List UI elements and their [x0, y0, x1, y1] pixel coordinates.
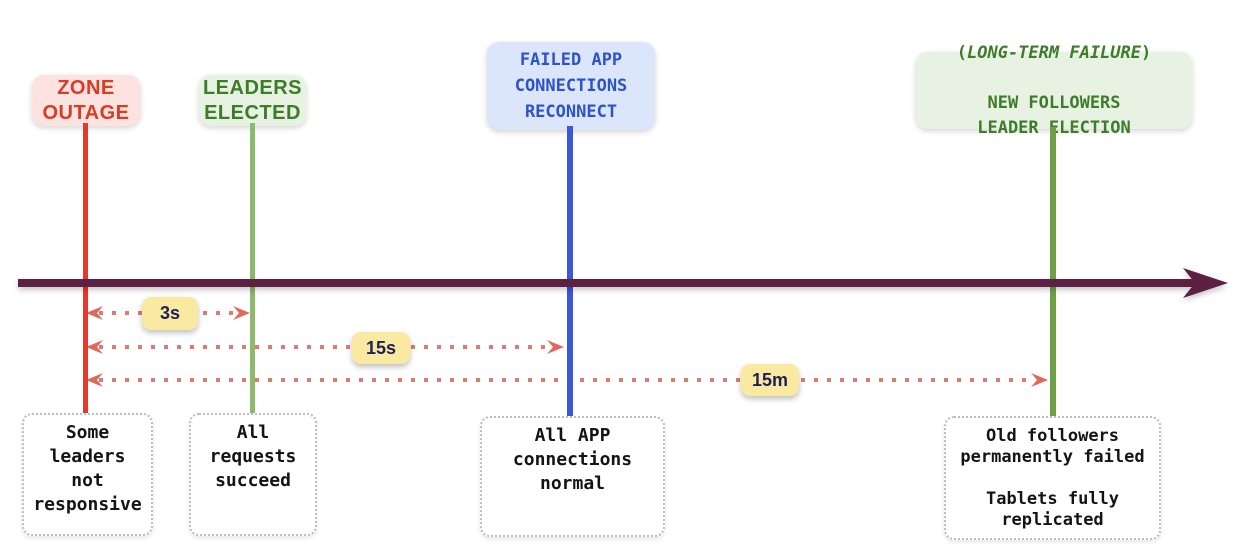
duration-badge-15s: 15s	[352, 332, 410, 364]
note-box-zone-outage: Some leaders not responsive	[22, 413, 153, 536]
new-followers-line	[1050, 127, 1056, 418]
timeline-arrow	[18, 268, 1228, 298]
note-box-new-followers: Old followers permanently failed Tablets…	[944, 416, 1161, 540]
duration-badge-3s: 3s	[142, 297, 198, 330]
arrowhead-left-icon	[86, 306, 103, 320]
app-reconnect-line	[567, 126, 573, 416]
event-flag-label: FAILED APP CONNECTIONS RECONNECT	[514, 50, 628, 122]
leaders-elected-line	[250, 123, 255, 415]
arrowhead-right-icon	[233, 306, 250, 320]
duration-badge-label: 3s	[159, 303, 181, 323]
duration-arrow-15s	[84, 339, 566, 355]
duration-badge-label: 15s	[365, 337, 397, 358]
event-flag-label: LEADERS ELECTED	[202, 76, 303, 124]
long-term-failure-subheading: NEW FOLLOWERS LEADER ELECTION	[977, 92, 1131, 138]
zone-outage-line	[83, 123, 88, 414]
duration-badge-label: 15m	[751, 369, 789, 390]
arrowhead-left-icon	[86, 340, 103, 354]
duration-badge-15m: 15m	[741, 364, 799, 396]
event-flag-label: ZONE OUTAGE	[42, 76, 130, 124]
arrowhead-right-icon	[1031, 373, 1048, 387]
note-box-app-reconnect: All APP connections normal	[480, 416, 665, 537]
arrowhead-right-icon	[547, 340, 564, 354]
event-flag-long-term-failure: (LONG-TERM FAILURE) NEW FOLLOWERS LEADER…	[916, 43, 1192, 138]
long-term-failure-heading: (LONG-TERM FAILURE)	[956, 42, 1152, 63]
arrowhead-left-icon	[86, 373, 103, 387]
note-box-leaders-elected: All requests succeed	[189, 413, 317, 536]
event-flag-label: (LONG-TERM FAILURE) NEW FOLLOWERS LEADER…	[957, 16, 1152, 166]
event-flag-zone-outage: ZONE OUTAGE	[32, 75, 140, 126]
event-flag-failed-app-reconnect: FAILED APP CONNECTIONS RECONNECT	[487, 42, 655, 130]
event-flag-leaders-elected: LEADERS ELECTED	[199, 75, 306, 126]
dotted-line	[99, 345, 551, 349]
